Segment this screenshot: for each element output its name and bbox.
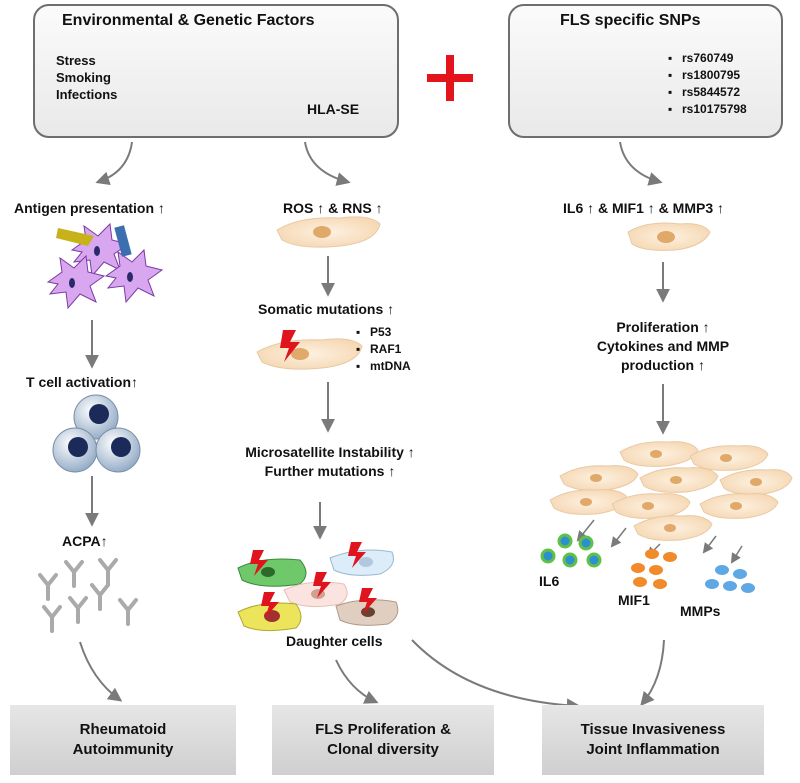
proliferation-label: Proliferation ↑ Cytokines and MMP produc… — [573, 318, 753, 375]
plus-icon — [427, 55, 473, 101]
il6-molecules-icon — [540, 533, 602, 568]
antibodies-icon — [38, 558, 138, 633]
outcome-line: Joint Inflammation — [586, 741, 720, 758]
il6-mif1-mmp3-label: IL6 ↑ & MIF1 ↑ & MMP3 ↑ — [563, 200, 725, 216]
further-mutations-line: Further mutations ↑ — [264, 463, 396, 479]
snp-item: rs10175798 — [668, 101, 747, 118]
microsatellite-line: Microsatellite Instability ↑ — [245, 444, 415, 460]
mmp-molecules-icon — [705, 565, 755, 593]
mif1-label: MIF1 — [618, 592, 650, 608]
outcome-fls-proliferation: FLS Proliferation & Clonal diversity — [272, 705, 494, 775]
cell-nuclei — [580, 450, 762, 532]
snp-list: rs760749 rs1800795 rs5844572 rs10175798 — [668, 50, 747, 118]
mutation-item: P53 — [356, 324, 411, 341]
daughter-cells-label: Daughter cells — [286, 633, 383, 649]
arrow-right-to-tissue — [640, 639, 665, 707]
hla-se-label: HLA-SE — [307, 101, 360, 117]
microsatellite-label: Microsatellite Instability ↑ Further mut… — [220, 443, 440, 481]
snp-item: rs1800795 — [668, 67, 747, 84]
outcome-line: Rheumatoid — [79, 721, 167, 738]
cytokines-line: Cytokines and MMP — [596, 338, 730, 354]
fls-cell-icon — [276, 216, 381, 248]
somatic-mutations-label: Somatic mutations ↑ — [258, 301, 395, 317]
mif1-molecules-icon — [631, 549, 677, 589]
arrow-to-ros — [304, 141, 351, 186]
outcome-line: Tissue Invasiveness — [580, 721, 726, 738]
outcome-line: FLS Proliferation & — [315, 721, 451, 738]
mutated-fls-cell-icon — [256, 330, 363, 370]
snp-item: rs760749 — [668, 50, 747, 67]
proliferation-line: Proliferation ↑ — [616, 319, 710, 335]
antigen-presenting-cells-icon — [46, 222, 164, 310]
outcome-tissue-invasiveness: Tissue Invasiveness Joint Inflammation — [542, 705, 764, 775]
ros-rns-label: ROS ↑ & RNS ↑ — [283, 200, 383, 216]
mutation-list: P53 RAF1 mtDNA — [356, 324, 411, 375]
arrow-to-autoimmunity — [79, 641, 123, 702]
il6-label: IL6 — [539, 573, 560, 589]
daughter-cells-icon — [237, 542, 399, 632]
outcome-line: Autoimmunity — [72, 741, 174, 758]
snp-item: rs5844572 — [668, 84, 747, 101]
t-cells-icon — [52, 394, 141, 473]
fls-snps-title: FLS specific SNPs — [560, 12, 701, 29]
antigen-presentation-label: Antigen presentation ↑ — [14, 200, 165, 216]
factor-infections: Infections — [56, 87, 118, 102]
mutation-item: RAF1 — [356, 341, 411, 358]
outcome-line: Clonal diversity — [327, 741, 439, 758]
acpa-label: ACPA↑ — [62, 533, 108, 549]
mutation-item: mtDNA — [356, 358, 411, 375]
factor-smoking: Smoking — [56, 70, 111, 85]
factor-list: Stress Smoking Infections — [56, 52, 117, 103]
factor-stress: Stress — [56, 53, 96, 68]
outcome-rheumatoid-autoimmunity: Rheumatoid Autoimmunity — [10, 705, 236, 775]
arrow-to-fls-proliferation — [335, 659, 379, 704]
environmental-factors-box — [33, 4, 399, 138]
arrow-to-antigen — [95, 141, 133, 186]
arrow-to-tissue — [411, 639, 581, 713]
mmps-label: MMPs — [680, 603, 721, 619]
environmental-factors-title: Environmental & Genetic Factors — [62, 12, 315, 29]
fls-cell-right-icon — [627, 222, 711, 251]
arrow-to-il6 — [619, 141, 663, 186]
t-cell-activation-label: T cell activation↑ — [26, 374, 139, 390]
production-line: production ↑ — [621, 357, 705, 373]
